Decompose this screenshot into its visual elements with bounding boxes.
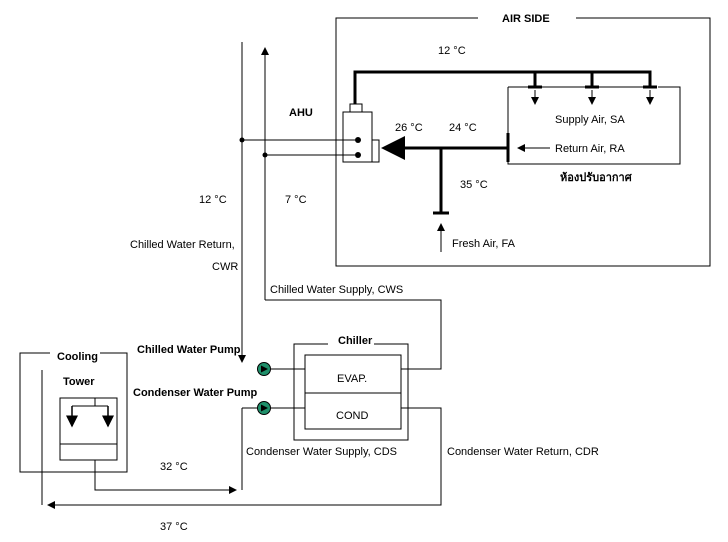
chilled-return-temp: 12 °C [199,194,227,206]
chiller-unit [293,343,409,441]
fresh-air-label: Fresh Air, FA [452,238,516,250]
air-side-room: AIR SIDE [335,9,711,267]
cws-label: Chilled Water Supply, CWS [270,284,403,296]
chilled-water-pump-icon [257,362,271,376]
condenser-pump-label: Condenser Water Pump [133,387,258,399]
condenser-supply-temp: 32 °C [160,461,188,473]
supply-air-duct [353,70,657,105]
supply-air-label: Supply Air, SA [555,114,625,126]
ahu-label: AHU [289,107,313,119]
cooling-tower-line2: Tower [63,376,95,388]
condenser-water-pump-icon [257,401,271,415]
chilled-water-piping [238,42,442,370]
evap-label: EVAP. [337,373,367,385]
supply-air-temp: 12 °C [438,45,466,57]
room-name: ห้องปรับอากาศ [560,171,633,184]
cwr-label-line1: Chilled Water Return, [130,239,235,251]
condenser-return-temp: 37 °C [160,521,188,533]
chilled-supply-temp: 7 °C [285,194,307,206]
return-air-duct [381,133,510,252]
cooling-tower-line1: Cooling [57,351,98,363]
chiller-title: Chiller [338,335,373,347]
cooling-tower [19,352,128,473]
cds-label: Condenser Water Supply, CDS [246,446,397,458]
return-air-temp: 24 °C [449,122,477,134]
mixed-air-temp: 26 °C [395,122,423,134]
air-side-title: AIR SIDE [502,13,550,25]
ahu-unit [342,103,380,163]
condenser-water-piping [41,370,442,509]
cond-label: COND [336,410,368,422]
fresh-air-temp: 35 °C [460,179,488,191]
return-air-label: Return Air, RA [555,143,625,155]
cdr-label: Condenser Water Return, CDR [447,446,599,458]
cwr-label-line2: CWR [212,261,238,273]
chilled-pump-label: Chilled Water Pump [137,344,241,356]
